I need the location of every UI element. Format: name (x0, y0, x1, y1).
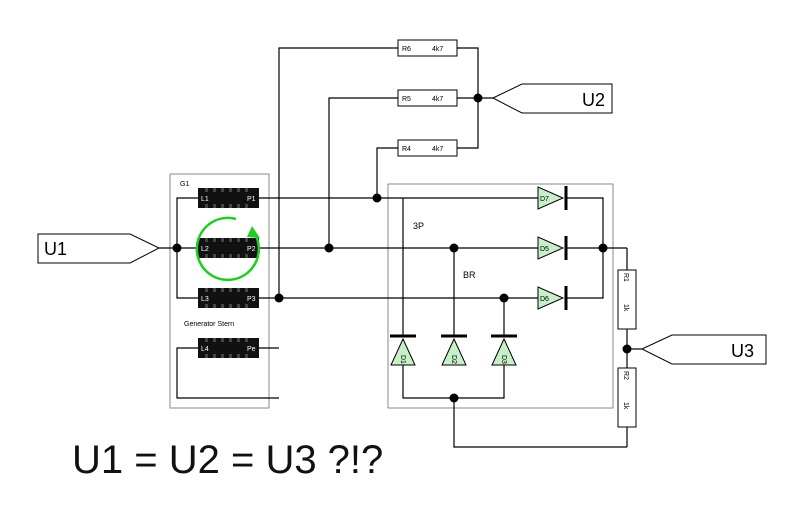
rectifier-3p-label: 3P (413, 221, 424, 231)
resistor-r4: R4 4k7 (397, 139, 458, 157)
diode-d7: D7 (537, 186, 568, 210)
diode-d2: D2 (441, 334, 467, 366)
equation-text: U1 = U2 = U3 ?!? (72, 438, 383, 482)
port-u3: U3 (640, 334, 767, 365)
junction-dots (172, 93, 632, 403)
resistor-r6: R6 4k7 (397, 39, 458, 57)
diode-d3: D3 (491, 334, 517, 366)
diode-d2-label: D2 (450, 355, 457, 364)
coil-3: L3 P3 (198, 288, 259, 308)
diode-d6-label: D6 (540, 296, 549, 303)
port-u2: U2 (491, 83, 613, 114)
diode-d3-label: D3 (500, 355, 507, 364)
rectifier-br-label: BR (463, 270, 476, 280)
port-u1: U1 (37, 233, 161, 264)
coil-1-left-label: L1 (201, 196, 209, 203)
resistor-r1-value: 1k (622, 304, 629, 312)
resistor-r6-value: 4k7 (432, 46, 443, 53)
resistor-r1-name: R1 (622, 273, 629, 282)
resistor-r4-value: 4k7 (432, 146, 443, 153)
diode-d1-label: D1 (399, 355, 406, 364)
generator-box (169, 173, 270, 409)
port-u3-label: U3 (731, 341, 754, 361)
resistor-r5: R5 4k7 (397, 89, 458, 107)
coil-1: L1 P1 (198, 188, 259, 208)
coil-2-right-label: P2 (247, 246, 256, 253)
coil-3-left-label: L3 (201, 296, 209, 303)
diode-d5: D5 (537, 236, 568, 260)
resistor-r5-name: R5 (402, 96, 411, 103)
resistor-r2: R2 1k (617, 367, 637, 428)
diode-d6: D6 (537, 286, 568, 310)
coil-3-right-label: P3 (247, 296, 256, 303)
coil-2-left-label: L2 (201, 246, 209, 253)
diode-d5-label: D5 (540, 246, 549, 253)
port-u2-label: U2 (582, 90, 605, 110)
coil-4-left-label: L4 (201, 346, 209, 353)
resistor-r2-value: 1k (622, 402, 629, 410)
resistor-r6-name: R6 (402, 46, 411, 53)
diode-d1: D1 (390, 334, 416, 366)
rectifier-box (387, 183, 614, 409)
coil-4-right-label: Pe (247, 346, 256, 353)
generator-label: G1 (180, 181, 189, 188)
coil-4: L4 Pe (198, 338, 259, 358)
resistor-r5-value: 4k7 (432, 96, 443, 103)
generator-caption: Generator Stern (184, 321, 234, 328)
resistor-r4-name: R4 (402, 146, 411, 153)
resistor-r1: R1 1k (617, 269, 637, 330)
coil-2: L2 P2 (198, 238, 259, 258)
port-u1-label: U1 (44, 239, 67, 259)
diode-d7-label: D7 (540, 196, 549, 203)
rotation-arrow-icon (195, 216, 261, 282)
coil-1-right-label: P1 (247, 196, 256, 203)
resistor-r2-name: R2 (622, 371, 629, 380)
